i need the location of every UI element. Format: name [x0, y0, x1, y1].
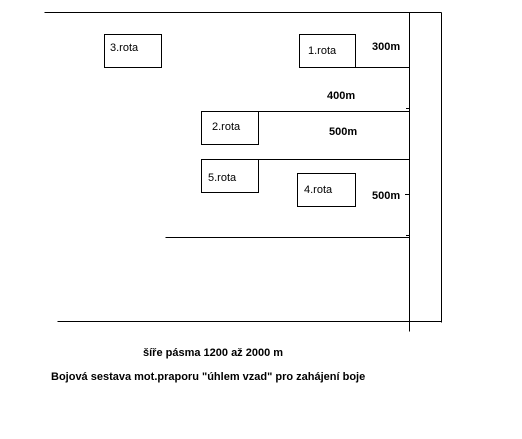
unit-rota-5: 5.rota — [201, 159, 259, 193]
unit-rota-1: 1.rota — [299, 34, 356, 68]
unit-rota-4: 4.rota — [297, 173, 356, 207]
unit-box — [297, 173, 356, 207]
unit-label: 4.rota — [304, 184, 333, 196]
unit-box — [201, 159, 259, 193]
caption-title: Bojová sestava mot.praporu "úhlem vzad" … — [51, 371, 365, 383]
distance-label-300: 300m — [372, 41, 400, 53]
unit-box — [104, 34, 162, 68]
unit-box — [201, 111, 259, 145]
unit-rota-3: 3.rota — [104, 34, 162, 68]
unit-label: 5.rota — [208, 172, 237, 184]
caption-width: šíře pásma 1200 až 2000 m — [143, 347, 283, 359]
unit-label: 2.rota — [212, 121, 241, 133]
unit-label: 1.rota — [308, 45, 337, 57]
unit-box — [299, 34, 356, 68]
unit-rota-2: 2.rota — [201, 111, 259, 145]
unit-label: 3.rota — [110, 42, 139, 54]
distance-label-500-lower: 500m — [372, 190, 400, 202]
distance-label-500-upper: 500m — [329, 126, 357, 138]
distance-label-400: 400m — [327, 90, 355, 102]
